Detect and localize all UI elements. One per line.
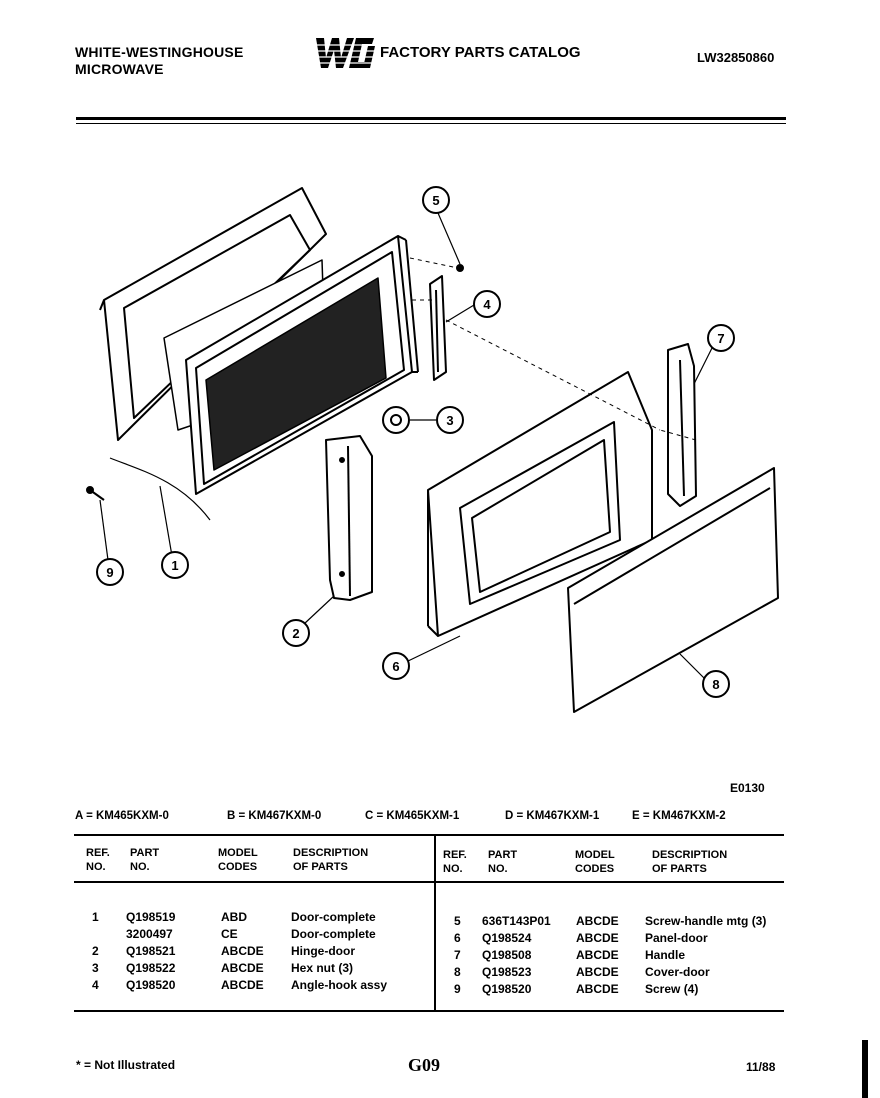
loose-screw-part	[86, 486, 105, 501]
callout-1	[161, 551, 189, 579]
table-top-rule	[74, 834, 784, 836]
desc-cell: Hinge-door	[291, 944, 355, 958]
desc-cell: Screw (4)	[645, 982, 699, 996]
ref-cell: 6	[454, 931, 461, 945]
door-inner-part	[185, 235, 419, 495]
page-code: G09	[408, 1055, 441, 1075]
handle-part	[667, 343, 697, 507]
part-cell: Q198520	[482, 982, 532, 996]
desc-cell: Panel-door	[645, 931, 708, 945]
codes-cell: ABD	[221, 910, 247, 924]
part-cell: 636T143P01	[482, 914, 551, 928]
callout-5	[422, 186, 450, 214]
codes-cell: ABCDE	[576, 965, 619, 979]
callout-label: 3	[446, 413, 453, 428]
callout-9	[96, 558, 124, 586]
callout-label: 9	[106, 565, 113, 580]
angle-hook-part	[429, 275, 447, 381]
callout-label: 6	[392, 659, 399, 674]
desc-cell: Hex nut (3)	[291, 961, 354, 975]
table-header-rule	[74, 881, 784, 883]
header-rule-thin	[76, 123, 786, 124]
callout-label: 8	[712, 677, 719, 692]
cover-door-part	[567, 467, 779, 713]
callout-label: 1	[171, 558, 178, 573]
callout-6	[382, 652, 410, 680]
callout-label: 5	[432, 193, 439, 208]
model-code-a: A = KM465KXM-0	[75, 810, 169, 822]
ref-cell: 2	[92, 944, 99, 958]
part-cell: Q198508	[482, 948, 532, 962]
part-cell: Q198522	[126, 961, 176, 975]
part-cell: Q198519	[126, 910, 176, 924]
ref-cell: 5	[454, 914, 461, 928]
catalog-number: LW32850860	[697, 50, 775, 65]
product-type: MICROWAVE	[75, 61, 164, 77]
callout-label: 7	[717, 331, 724, 346]
codes-cell: ABCDE	[221, 944, 264, 958]
table-bottom-rule	[74, 1010, 784, 1012]
callout-8	[702, 670, 730, 698]
codes-cell: ABCDE	[221, 978, 264, 992]
codes-cell: ABCDE	[576, 982, 619, 996]
wci-logo	[312, 36, 376, 75]
scan-edge-mark	[862, 1040, 868, 1098]
brand-block: WHITE-WESTINGHOUSE MICROWAVE	[75, 44, 243, 78]
date-code: 11/88	[746, 1060, 776, 1074]
part-cell: Q198521	[126, 944, 176, 958]
diagram-code: E0130	[730, 781, 765, 795]
desc-cell: Handle	[645, 948, 686, 962]
callout-4	[473, 290, 501, 318]
ref-cell: 8	[454, 965, 461, 979]
codes-cell: ABCDE	[576, 914, 619, 928]
part-cell: 3200497	[126, 927, 173, 941]
table-divider	[434, 836, 436, 1010]
model-code-c: C = KM465KXM-1	[365, 810, 460, 822]
desc-cell: Door-complete	[291, 927, 376, 941]
model-code-e: E = KM467KXM-2	[632, 810, 726, 822]
desc-cell: Door-complete	[291, 910, 376, 924]
footnote: * = Not Illustrated	[76, 1058, 176, 1072]
hex-nut-part	[382, 406, 410, 434]
header-ref: REF.NO.	[443, 849, 467, 875]
ref-cell: 9	[454, 982, 461, 996]
callout-2	[282, 619, 310, 647]
ref-cell: 3	[92, 961, 99, 975]
callout-label: 2	[292, 626, 299, 641]
desc-cell: Cover-door	[645, 965, 710, 979]
part-cell: Q198524	[482, 931, 532, 945]
ref-cell: 7	[454, 948, 461, 962]
desc-cell: Angle-hook assy	[291, 978, 388, 992]
callout-3	[436, 406, 464, 434]
part-cell: Q198523	[482, 965, 532, 979]
codes-cell: ABCDE	[576, 948, 619, 962]
callout-label: 4	[483, 297, 491, 312]
model-code-b: B = KM467KXM-0	[227, 810, 322, 822]
brand-name: WHITE-WESTINGHOUSE	[75, 44, 244, 60]
codes-cell: CE	[221, 927, 238, 941]
desc-cell: Screw-handle mtg (3)	[645, 914, 767, 928]
hinge-part	[325, 435, 373, 601]
model-code-d: D = KM467KXM-1	[505, 810, 600, 822]
header-ref: REF.NO.	[86, 847, 110, 873]
part-cell: Q198520	[126, 978, 176, 992]
exploded-parts-diagram: 1 2 3 4 5 6 7 8 9	[86, 186, 779, 713]
catalog-title: FACTORY PARTS CATALOG	[380, 44, 581, 61]
ref-cell: 1	[92, 910, 99, 924]
codes-cell: ABCDE	[221, 961, 264, 975]
codes-cell: ABCDE	[576, 931, 619, 945]
panel-door-part	[427, 371, 653, 637]
callout-7	[707, 324, 735, 352]
ref-cell: 4	[92, 978, 99, 992]
header-rule	[76, 117, 786, 120]
